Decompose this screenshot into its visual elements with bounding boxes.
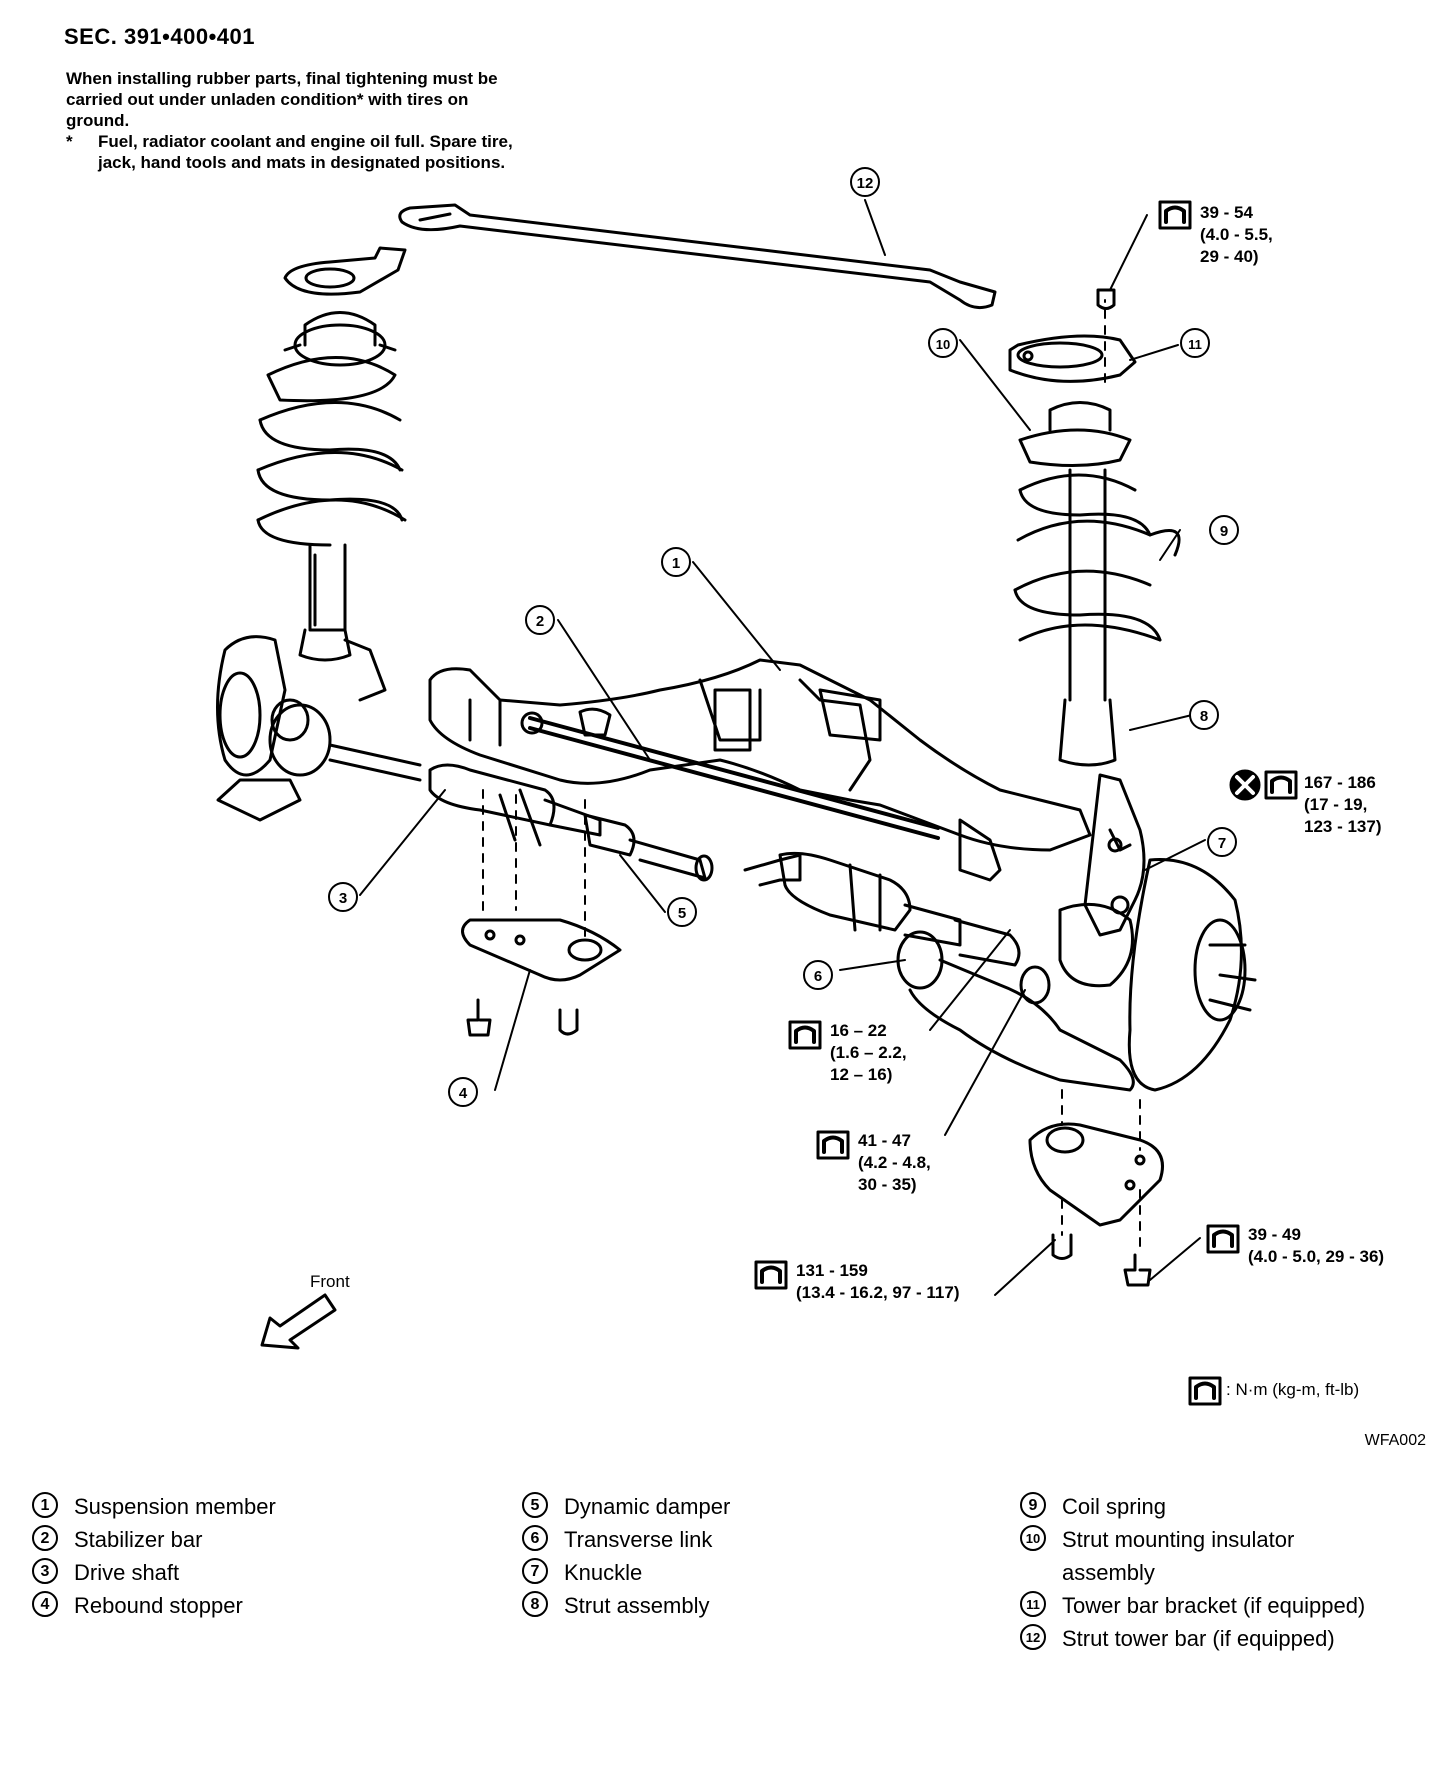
legend-item: 8 Strut assembly [522, 1589, 730, 1622]
callout-8-num: 8 [1200, 708, 1208, 725]
legend-item: 9 Coil spring [1020, 1490, 1365, 1523]
dynamic-damper [583, 813, 714, 882]
legend-item: 1 Suspension member [32, 1490, 276, 1523]
legend-item: 12 Strut tower bar (if equipped) [1020, 1622, 1365, 1655]
callout-4: 4 [448, 1077, 478, 1107]
install-note-sub-text: Fuel, radiator coolant and engine oil fu… [98, 132, 513, 172]
legend-label: Stabilizer bar [74, 1527, 203, 1552]
legend-num: 12 [1020, 1624, 1046, 1650]
callout-8: 8 [1189, 700, 1219, 730]
legend-label: Tower bar bracket (if equipped) [1062, 1593, 1366, 1618]
torque-member-bolt: 131 - 159 (13.4 - 16.2, 97 - 117) [796, 1261, 960, 1302]
callout-7-num: 7 [1218, 835, 1226, 852]
legend-label: Dynamic damper [564, 1494, 731, 1519]
torque-link-b: 41 - 47 (4.2 - 4.8, 30 - 35) [858, 1131, 931, 1194]
legend-label: Strut mounting insulator assembly [1062, 1527, 1295, 1585]
callout-5-num: 5 [678, 905, 686, 922]
legend-label: Strut tower bar (if equipped) [1062, 1626, 1335, 1651]
legend-label: Coil spring [1062, 1494, 1166, 1519]
legend-column-3: 9 Coil spring 10 Strut mounting insulator … [1020, 1490, 1365, 1655]
legend-num: 7 [522, 1558, 548, 1584]
front-arrow-icon [260, 1293, 337, 1350]
install-note: When installing rubber parts, final tigh… [66, 68, 536, 173]
legend-num: 2 [32, 1525, 58, 1551]
install-note-main: When installing rubber parts, final tigh… [66, 69, 498, 130]
callout-10-num: 10 [936, 337, 950, 352]
rebound-stopper-right [1028, 1089, 1164, 1287]
callout-1: 1 [661, 547, 691, 577]
strut-tower-bar [398, 203, 997, 310]
torque-link-a: 16 – 22 (1.6 – 2.2, 12 – 16) [830, 1021, 907, 1084]
install-note-sub: * Fuel, radiator coolant and engine oil … [66, 131, 536, 173]
left-knuckle-hub [216, 635, 332, 822]
tower-bar-bracket-left [283, 246, 407, 296]
callout-12-num: 12 [857, 175, 874, 192]
drive-shaft [328, 743, 602, 847]
callout-12: 12 [850, 167, 880, 197]
legend-num: 9 [1020, 1492, 1046, 1518]
right-drive-shaft [743, 851, 1021, 967]
torque-strut-mount: 39 - 54 (4.0 - 5.5, 29 - 40) [1200, 203, 1273, 266]
callout-10: 10 [928, 328, 958, 358]
figure-code: WFA002 [1364, 1432, 1426, 1449]
legend-num: 6 [522, 1525, 548, 1551]
legend-item: 4 Rebound stopper [32, 1589, 276, 1622]
unit-legend-text: : N·m (kg-m, ft-lb) [1226, 1380, 1360, 1399]
callout-4-num: 4 [459, 1085, 468, 1102]
legend-num: 3 [32, 1558, 58, 1584]
legend-label: Knuckle [564, 1560, 643, 1585]
legend-item: 7 Knuckle [522, 1556, 730, 1589]
callout-11: 11 [1180, 328, 1210, 358]
section-title: SEC. 391•400•401 [64, 24, 255, 49]
legend-num: 4 [32, 1591, 58, 1617]
callout-6: 6 [803, 960, 833, 990]
asterisk-mark: * [66, 132, 73, 151]
transverse-link [896, 930, 1135, 1092]
callout-3: 3 [328, 882, 358, 912]
leader-lines [359, 199, 1206, 1296]
callout-2-num: 2 [536, 613, 544, 630]
callout-1-num: 1 [672, 555, 680, 572]
legend-item: 5 Dynamic damper [522, 1490, 730, 1523]
callout-9-num: 9 [1220, 523, 1228, 540]
legend-item: 3 Drive shaft [32, 1556, 276, 1589]
legend-num: 5 [522, 1492, 548, 1518]
torque-knuckle-strut: 167 - 186 (17 - 19, 123 - 137) [1304, 773, 1382, 836]
callout-5: 5 [667, 897, 697, 927]
legend-item: 10 Strut mounting insulator assembly [1020, 1523, 1365, 1589]
rebound-stopper-left [461, 789, 622, 1037]
stabilizer-bar [520, 707, 940, 840]
callout-6-num: 6 [814, 968, 822, 985]
legend-item: 2 Stabilizer bar [32, 1523, 276, 1556]
callout-2: 2 [525, 605, 555, 635]
front-label: Front [310, 1272, 350, 1291]
suspension-member [428, 658, 1092, 882]
legend-num: 1 [32, 1492, 58, 1518]
callout-7: 7 [1207, 827, 1237, 857]
legend-column-1: 1 Suspension member 2 Stabilizer bar 3 Driv… [32, 1490, 276, 1622]
legend-label: Suspension member [74, 1494, 276, 1519]
callout-11-num: 11 [1188, 337, 1202, 352]
legend-label: Drive shaft [74, 1560, 180, 1585]
legend-label: Strut assembly [564, 1593, 710, 1618]
right-strut-assembly [1008, 288, 1181, 767]
left-strut-assembly [256, 311, 407, 702]
callout-3-num: 3 [339, 890, 347, 907]
callout-9: 9 [1209, 515, 1239, 545]
torque-stopper-bolt: 39 - 49 (4.0 - 5.0, 29 - 36) [1248, 1225, 1385, 1266]
legend-num: 11 [1020, 1591, 1046, 1617]
legend-num: 8 [522, 1591, 548, 1617]
do-not-reuse-icon [1229, 769, 1261, 801]
unit-legend: : N·m (kg-m, ft-lb) [1188, 1380, 1359, 1400]
legend-item: 11 Tower bar bracket (if equipped) [1020, 1589, 1365, 1622]
right-knuckle-hub [1058, 773, 1257, 1092]
legend-num: 10 [1020, 1525, 1046, 1551]
legend-label: Rebound stopper [74, 1593, 243, 1618]
legend-label: Transverse link [564, 1527, 713, 1552]
legend-column-2: 5 Dynamic damper 6 Transverse link 7 Knuckl… [522, 1490, 730, 1622]
legend-item: 6 Transverse link [522, 1523, 730, 1556]
